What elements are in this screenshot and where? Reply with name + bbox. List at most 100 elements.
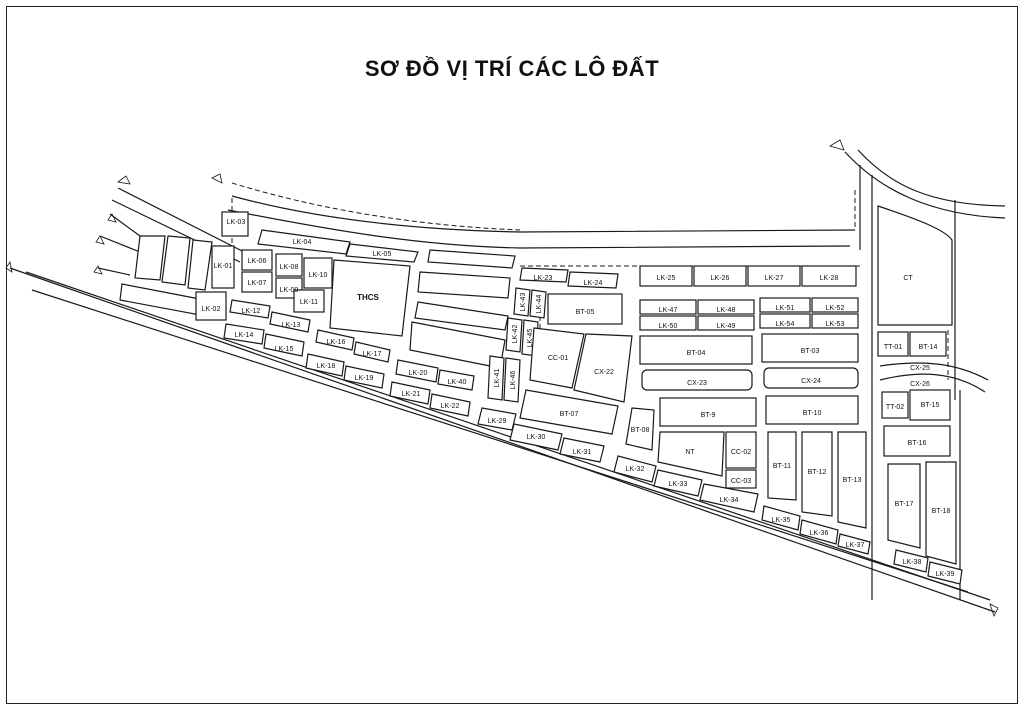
lot-lk16 [315,329,355,351]
lot-label-lk09: LK-09 [280,287,299,294]
lot-label-lk41: LK-41 [494,369,501,388]
lot-label-cx25: CX-25 [910,365,930,372]
lot-label-lk12: LK-12 [242,308,261,315]
lot-lk12 [229,299,271,319]
lot-bt12 [801,431,833,517]
lot-label-lk45: LK-45 [527,329,534,348]
lot-lk39 [927,561,963,585]
lot-lk35 [761,505,801,531]
lot-label-bt14: BT-14 [919,344,938,351]
lot-label-lk42: LK-42 [512,325,519,344]
lot-bt16 [883,425,951,457]
lot-lk24 [567,271,619,289]
lot-lk47 [639,299,697,315]
lot-bt17 [887,463,921,549]
lot-lk41 [487,355,505,401]
lot-lk40 [437,369,475,391]
lot-label-tt01: TT-01 [884,344,902,351]
lot-label-ct: CT [903,275,913,282]
lot-label-lk37: LK-37 [846,542,865,549]
lot-cc02 [725,431,757,469]
lot-lk32 [613,455,657,483]
lot-lk17 [353,341,391,363]
lot-label-lk19: LK-19 [355,375,374,382]
lot-label-lk10: LK-10 [309,272,328,279]
lot-lk50 [639,315,697,331]
lot-lk08 [275,253,303,277]
lot-tt02 [881,391,909,419]
lot-lk30 [509,423,563,451]
lot-label-bt18: BT-18 [932,508,951,515]
lot-label-lk39: LK-39 [936,571,955,578]
lot-bt18 [925,461,957,565]
lot-label-lk52: LK-52 [826,305,845,312]
lot-lk43 [513,287,531,317]
lot-label-bt9: BT-9 [701,412,716,419]
lot-label-bt05: BT-05 [576,309,595,316]
lot-label-lk47: LK-47 [659,307,678,314]
lot-label-nt: NT [685,449,695,456]
lot-nt [657,431,725,477]
lot-lk44 [529,289,547,319]
lot-cx22 [573,333,633,403]
lot-lk33 [653,469,703,497]
lot-label-lk14: LK-14 [235,332,254,339]
lot-label-lk43: LK-43 [520,293,527,312]
lot-label-lk33: LK-33 [669,481,688,488]
lot-lk34 [699,483,759,513]
lot-cx24 [763,367,859,389]
lot-label-lk08: LK-08 [280,264,299,271]
lot-label-bt08: BT-08 [631,427,650,434]
lot-label-lk46: LK-46 [510,371,517,390]
lot-lk25 [639,265,693,287]
lot-label-lk50: LK-50 [659,323,678,330]
lot-label-lk30: LK-30 [527,434,546,441]
lot-cc01 [529,327,585,389]
lot-lk48 [697,299,755,315]
lot-bt08 [625,407,655,451]
lot-lk02 [195,291,227,321]
lot-label-lk01: LK-01 [214,263,233,270]
lot-lk28 [801,265,857,287]
lot-lk46 [503,357,521,403]
lot-label-lk54: LK-54 [776,321,795,328]
lot-label-cx22: CX-22 [594,369,614,376]
lot-bt05 [547,293,623,325]
lot-bt03 [761,333,859,363]
lot-label-bt04: BT-04 [687,350,706,357]
lot-lk13 [269,311,311,333]
lot-label-lk35: LK-35 [772,517,791,524]
lot-label-lk11: LK-11 [300,299,318,306]
lot-label-cx24: CX-24 [801,378,821,385]
lot-bt04 [639,335,753,365]
lots [195,205,963,585]
lot-lk04 [257,229,351,255]
lot-tt01 [877,331,909,357]
lot-label-lk05: LK-05 [373,251,392,258]
lot-bt14 [909,331,947,357]
lot-label-cx23: CX-23 [687,380,707,387]
lot-lk22 [429,393,471,417]
lot-lk27 [747,265,801,287]
lot-lk42 [505,317,523,353]
lot-lk06 [241,249,273,271]
lot-label-lk23: LK-23 [534,275,553,282]
lot-label-lk40: LK-40 [448,379,467,386]
lot-label-lk48: LK-48 [717,307,736,314]
lot-label-lk49: LK-49 [717,323,736,330]
lot-label-bt03: BT-03 [801,348,820,355]
lot-label-lk04: LK-04 [293,239,312,246]
lot-label-bt17: BT-17 [895,501,914,508]
lot-lk20 [395,359,439,383]
lot-lk52 [811,297,859,313]
lot-label-lk03: LK-03 [227,219,246,226]
lot-label-lk15: LK-15 [275,346,294,353]
lot-thcs [329,259,411,337]
lot-label-lk17: LK-17 [363,351,382,358]
lot-lk07 [241,271,273,293]
lot-lk23 [519,267,569,283]
lot-bt13 [837,431,867,529]
lot-lk03 [221,211,249,237]
lot-lk49 [697,315,755,331]
